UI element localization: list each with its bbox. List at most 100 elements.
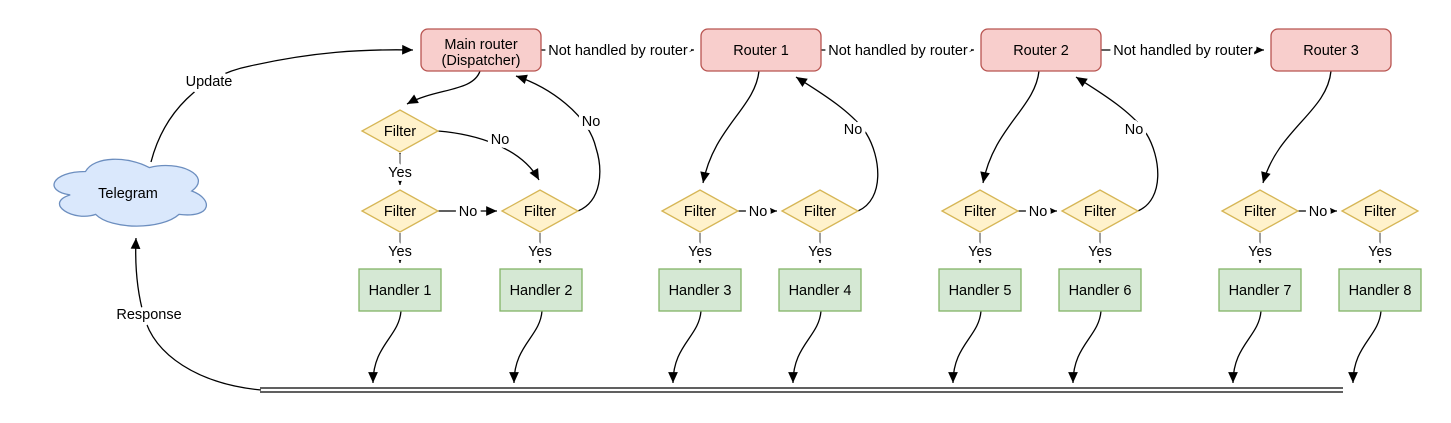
- update-label: Update: [186, 74, 233, 90]
- not-handled-label-2: Not handled by router: [828, 43, 968, 59]
- edge-response: [130, 237, 262, 391]
- edge-router1-to-filter: [700, 70, 760, 184]
- router-2-box: [980, 28, 1102, 72]
- node-handler-4: Handler 4: [778, 268, 862, 312]
- yes-label: Yes: [1088, 244, 1112, 260]
- response-label: Response: [116, 307, 181, 323]
- filter-diamond: [940, 189, 1020, 233]
- no-label: No: [459, 204, 478, 220]
- filter-diamond: [1060, 189, 1140, 233]
- edge-handler1-bus: [368, 310, 402, 384]
- edge-filterA-no-filterC: [437, 130, 540, 181]
- edge-handler3-bus: [668, 310, 702, 384]
- node-handler-6: Handler 6: [1058, 268, 1142, 312]
- edge-handler8-bus: [1348, 310, 1382, 384]
- node-router-3: Router 3: [1270, 28, 1392, 72]
- filter-diamond: [360, 109, 440, 153]
- node-filter-router1-left: Filter: [660, 189, 740, 233]
- filter-label: Filter: [1244, 204, 1276, 220]
- not-handled-label-1: Not handled by router: [548, 43, 688, 59]
- handler-box: [658, 268, 742, 312]
- handler-box: [1218, 268, 1302, 312]
- edge-labels: Update Response Not handled by router No…: [112, 39, 1395, 327]
- yes-label: Yes: [388, 165, 412, 181]
- nodes: Telegram Main router (Dispatcher) Router…: [53, 28, 1422, 312]
- handler-label: Handler 4: [789, 283, 852, 299]
- handler-label: Handler 5: [949, 283, 1012, 299]
- edge-handler2-bus: [509, 310, 543, 384]
- edge-router3-to-filter: [1261, 70, 1332, 184]
- node-filter-router2-left: Filter: [940, 189, 1020, 233]
- node-handler-7: Handler 7: [1218, 268, 1302, 312]
- handler-box: [938, 268, 1022, 312]
- node-filter-dispatcher-right: Filter: [500, 189, 580, 233]
- router-3-label: Router 3: [1303, 43, 1359, 59]
- node-telegram-cloud: Telegram: [53, 158, 208, 227]
- no-label: No: [844, 122, 863, 138]
- edge-handler7-bus: [1228, 310, 1262, 384]
- no-label: No: [749, 204, 768, 220]
- node-filter-dispatcher-left: Filter: [360, 189, 440, 233]
- filter-label: Filter: [1084, 204, 1116, 220]
- no-label: No: [491, 132, 510, 148]
- filter-label: Filter: [804, 204, 836, 220]
- edge-router2-to-filter: [980, 70, 1040, 184]
- edge-handler5-bus: [948, 310, 982, 384]
- edges: [130, 44, 1385, 393]
- main-router-label-line1: Main router: [444, 37, 518, 53]
- no-label: No: [582, 114, 601, 130]
- node-filter-router1-right: Filter: [780, 189, 860, 233]
- filter-diamond: [1220, 189, 1300, 233]
- node-handler-5: Handler 5: [938, 268, 1022, 312]
- main-router-box: [420, 28, 542, 72]
- yes-label: Yes: [968, 244, 992, 260]
- node-router-1: Router 1: [700, 28, 822, 72]
- filter-diamond: [360, 189, 440, 233]
- router-1-box: [700, 28, 822, 72]
- router-3-box: [1270, 28, 1392, 72]
- filter-label: Filter: [384, 204, 416, 220]
- node-handler-8: Handler 8: [1338, 268, 1422, 312]
- handler-box: [1058, 268, 1142, 312]
- node-handler-2: Handler 2: [499, 268, 583, 312]
- no-label: No: [1029, 204, 1048, 220]
- handler-label: Handler 2: [510, 283, 573, 299]
- edge-filterC-no-dispatcher: [515, 74, 601, 212]
- yes-label: Yes: [388, 244, 412, 260]
- no-label: No: [1125, 122, 1144, 138]
- yes-label: Yes: [528, 244, 552, 260]
- node-filter-router2-right: Filter: [1060, 189, 1140, 233]
- edge-filter1b-no-router1: [795, 76, 879, 212]
- node-handler-3: Handler 3: [658, 268, 742, 312]
- handler-box: [1338, 268, 1422, 312]
- filter-label: Filter: [384, 124, 416, 140]
- node-router-2: Router 2: [980, 28, 1102, 72]
- main-router-label-line2: (Dispatcher): [442, 53, 521, 69]
- handler-label: Handler 1: [369, 283, 432, 299]
- yes-label: Yes: [1368, 244, 1392, 260]
- filter-label: Filter: [964, 204, 996, 220]
- filter-label: Filter: [1364, 204, 1396, 220]
- node-handler-1: Handler 1: [358, 268, 442, 312]
- edge-filter2b-no-router2: [1075, 76, 1159, 212]
- yes-label: Yes: [688, 244, 712, 260]
- node-main-router: Main router (Dispatcher): [420, 28, 542, 72]
- yes-label: Yes: [808, 244, 832, 260]
- router-2-label: Router 2: [1013, 43, 1069, 59]
- filter-diamond: [500, 189, 580, 233]
- router-1-label: Router 1: [733, 43, 789, 59]
- edge-handler4-bus: [788, 310, 822, 384]
- node-filter-router3-right: Filter: [1340, 189, 1420, 233]
- edge-handler6-bus: [1068, 310, 1102, 384]
- node-filter-dispatcher-top: Filter: [360, 109, 440, 153]
- edge-update: [150, 44, 414, 163]
- not-handled-label-3: Not handled by router: [1113, 43, 1253, 59]
- handler-label: Handler 7: [1229, 283, 1292, 299]
- handler-box: [358, 268, 442, 312]
- cloud-shape: [53, 158, 208, 227]
- filter-diamond: [1340, 189, 1420, 233]
- no-label: No: [1309, 204, 1328, 220]
- yes-label: Yes: [1248, 244, 1272, 260]
- filter-diamond: [780, 189, 860, 233]
